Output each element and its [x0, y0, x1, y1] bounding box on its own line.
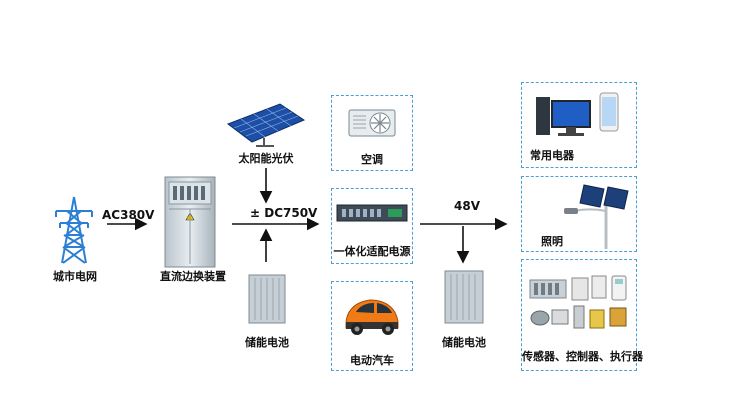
box-sensors: 传感器、控制器、执行器: [521, 259, 643, 371]
node-label-storage-right: 储能电池: [442, 336, 486, 349]
air-conditioner-icon: [348, 108, 396, 138]
edge-label-dc750v: ± DC750V: [250, 206, 318, 220]
node-label-storage-left: 储能电池: [245, 336, 289, 349]
box-appliances: 常用电器: [521, 82, 637, 168]
computer-phone-icon: [534, 91, 624, 141]
electric-car-icon: [340, 294, 404, 338]
edge-label-48v: 48V: [454, 199, 480, 213]
node-label-appliances: 常用电器: [530, 149, 574, 162]
edge-label-ac380v: AC380V: [102, 208, 155, 222]
node-label-power-adapter: 一体化适配电源: [333, 245, 411, 258]
battery-cabinet-icon: [248, 274, 286, 324]
node-label-ac-unit: 空调: [361, 153, 383, 166]
box-ac-unit: 空调: [331, 95, 413, 171]
solar-street-light-icon: [560, 181, 634, 249]
box-lighting: 照明: [521, 176, 637, 252]
battery-cabinet-right-icon: [444, 270, 484, 324]
node-label-sensors: 传感器、控制器、执行器: [522, 350, 643, 363]
box-power-adapter: 一体化适配电源: [331, 188, 413, 264]
node-label-grid: 城市电网: [53, 270, 97, 283]
converter-cabinet-icon: [164, 176, 216, 268]
sensor-device-icons: [528, 272, 632, 334]
node-label-solar: 太阳能光伏: [238, 152, 294, 165]
power-tower-icon: [48, 195, 100, 265]
node-label-converter: 直流边换装置: [160, 270, 226, 283]
box-ev: 电动汽车: [331, 281, 413, 371]
node-label-lighting: 照明: [541, 235, 563, 248]
node-label-ev: 电动汽车: [350, 354, 394, 367]
rack-power-supply-icon: [336, 204, 408, 222]
solar-panel-icon: [224, 102, 306, 148]
